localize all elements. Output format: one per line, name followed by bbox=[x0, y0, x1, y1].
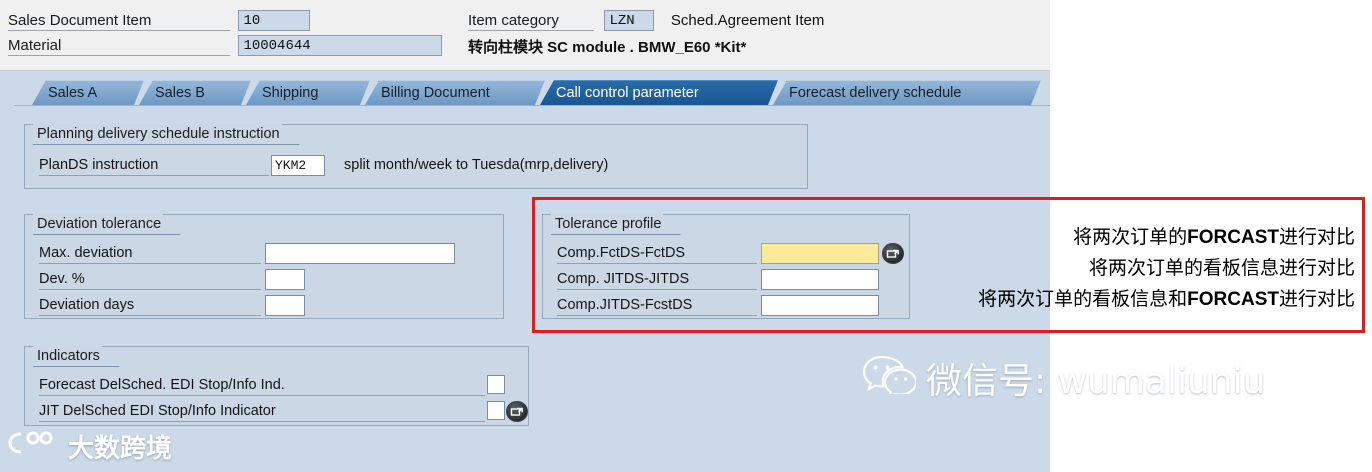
wechat-watermark-text: 微信号: wumaliuniu bbox=[926, 361, 1266, 402]
brand-mark-icon bbox=[8, 429, 60, 464]
tab-sales-a[interactable]: Sales A bbox=[32, 80, 144, 105]
plands-instruction-label: PlanDS instruction bbox=[39, 155, 269, 176]
max-deviation-row: Max. deviation bbox=[39, 243, 489, 265]
item-category-description: Sched.Agreement Item bbox=[670, 11, 825, 29]
deviation-days-field[interactable] bbox=[265, 295, 305, 316]
comp-jitds-fcstds-label: Comp.JITDS-FcstDS bbox=[557, 295, 757, 316]
group-title-wrap: Planning delivery schedule instruction bbox=[33, 124, 282, 145]
deviation-days-row: Deviation days bbox=[39, 295, 489, 317]
jit-delsched-edi-label: JIT DelSched EDI Stop/Info Indicator bbox=[39, 401, 485, 422]
comp-fctds-fctds-label: Comp.FctDS-FctDS bbox=[557, 243, 757, 264]
item-category-field[interactable]: LZN bbox=[604, 10, 655, 31]
group-title-wrap: Deviation tolerance bbox=[33, 214, 164, 235]
deviation-percent-row: Dev. % bbox=[39, 269, 489, 291]
annotation-text-block: 将两次订单的FORCAST进行对比 将两次订单的看板信息进行对比 将两次订单的看… bbox=[930, 222, 1355, 315]
group-tolerance-profile: Tolerance profile Comp.FctDS-FctDS Com bbox=[542, 214, 910, 319]
group-deviation-tolerance: Deviation tolerance Max. deviation Dev. … bbox=[24, 214, 504, 319]
comp-fctds-fctds-field[interactable] bbox=[761, 243, 879, 264]
plands-instruction-row: PlanDS instruction YKM2 split month/week… bbox=[39, 155, 799, 177]
max-deviation-label: Max. deviation bbox=[39, 243, 261, 264]
tab-billing-document[interactable]: Billing Document bbox=[365, 80, 545, 105]
group-title-indicators: Indicators bbox=[33, 346, 102, 367]
tab-shipping[interactable]: Shipping bbox=[246, 80, 370, 105]
comp-jitds-jitds-label: Comp. JITDS-JITDS bbox=[557, 269, 757, 290]
deviation-percent-label: Dev. % bbox=[39, 269, 261, 290]
wechat-watermark: 微信号: wumaliuniu bbox=[862, 352, 1265, 404]
wechat-icon bbox=[862, 354, 918, 403]
tab-strip: Sales A Sales B Shipping Billing Documen… bbox=[14, 80, 1054, 105]
item-category-row: Item category LZN Sched.Agreement Item bbox=[468, 10, 824, 32]
material-row: Material 10004644 bbox=[8, 35, 443, 57]
comp-jitds-fcstds-field[interactable] bbox=[761, 295, 879, 316]
search-help-icon-jit-delsched[interactable] bbox=[506, 401, 528, 422]
comp-fctds-fctds-row: Comp.FctDS-FctDS bbox=[557, 243, 904, 265]
brand-logo-text: 大数跨境 bbox=[68, 434, 173, 464]
annotation-line-2: 将两次订单的看板信息进行对比 bbox=[1088, 257, 1355, 279]
sales-document-item-label: Sales Document Item bbox=[8, 12, 230, 31]
annotation-line-1: 将两次订单的FORCAST进行对比 bbox=[1073, 226, 1355, 248]
tab-call-control-parameter[interactable]: Call control parameter bbox=[540, 80, 778, 105]
search-help-icon-fctds[interactable] bbox=[882, 243, 904, 264]
document-header: Sales Document Item 10 Material 10004644… bbox=[0, 0, 1050, 71]
material-description-row: 转向柱模块 SC module . BMW_E60 *Kit* bbox=[468, 36, 746, 58]
jit-delsched-edi-checkbox[interactable] bbox=[487, 401, 505, 420]
group-planning-delivery-schedule-instruction: Planning delivery schedule instruction P… bbox=[24, 124, 808, 189]
brand-logo: 大数跨境 bbox=[8, 428, 172, 465]
sales-document-item-row: Sales Document Item 10 bbox=[8, 10, 311, 32]
tab-sales-b[interactable]: Sales B bbox=[139, 80, 251, 105]
comp-jitds-jitds-field[interactable] bbox=[761, 269, 879, 290]
plands-instruction-description: split month/week to Tuesda(mrp,delivery) bbox=[344, 157, 609, 173]
group-title-tolerance-profile: Tolerance profile bbox=[551, 214, 664, 235]
forecast-delsched-edi-checkbox[interactable] bbox=[487, 375, 505, 394]
deviation-days-label: Deviation days bbox=[39, 295, 261, 316]
comp-jitds-fcstds-row: Comp.JITDS-FcstDS bbox=[557, 295, 897, 317]
deviation-percent-field[interactable] bbox=[265, 269, 305, 290]
group-title-deviation-tolerance: Deviation tolerance bbox=[33, 214, 164, 235]
max-deviation-field[interactable] bbox=[265, 243, 455, 264]
material-description: 转向柱模块 SC module . BMW_E60 *Kit* bbox=[468, 39, 747, 56]
annotation-line-3: 将两次订单的看板信息和FORCAST进行对比 bbox=[978, 288, 1355, 310]
item-category-label: Item category bbox=[468, 12, 594, 31]
group-title-planning: Planning delivery schedule instruction bbox=[33, 124, 282, 145]
tab-forecast-delivery-schedule[interactable]: Forecast delivery schedule bbox=[773, 80, 1041, 105]
material-field[interactable]: 10004644 bbox=[238, 35, 443, 56]
group-title-wrap: Tolerance profile bbox=[551, 214, 664, 235]
forecast-delsched-edi-label: Forecast DelSched. EDI Stop/Info Ind. bbox=[39, 375, 485, 396]
comp-jitds-jitds-row: Comp. JITDS-JITDS bbox=[557, 269, 897, 291]
group-indicators: Indicators Forecast DelSched. EDI Stop/I… bbox=[24, 346, 529, 426]
forecast-delsched-edi-row: Forecast DelSched. EDI Stop/Info Ind. bbox=[39, 375, 517, 397]
jit-delsched-edi-row: JIT DelSched EDI Stop/Info Indicator bbox=[39, 401, 528, 423]
sales-document-item-field[interactable]: 10 bbox=[238, 10, 311, 31]
material-label: Material bbox=[8, 37, 230, 56]
plands-instruction-field[interactable]: YKM2 bbox=[271, 155, 325, 176]
group-title-wrap: Indicators bbox=[33, 346, 102, 367]
tab-content-call-control-parameter: Planning delivery schedule instruction P… bbox=[14, 105, 1050, 472]
